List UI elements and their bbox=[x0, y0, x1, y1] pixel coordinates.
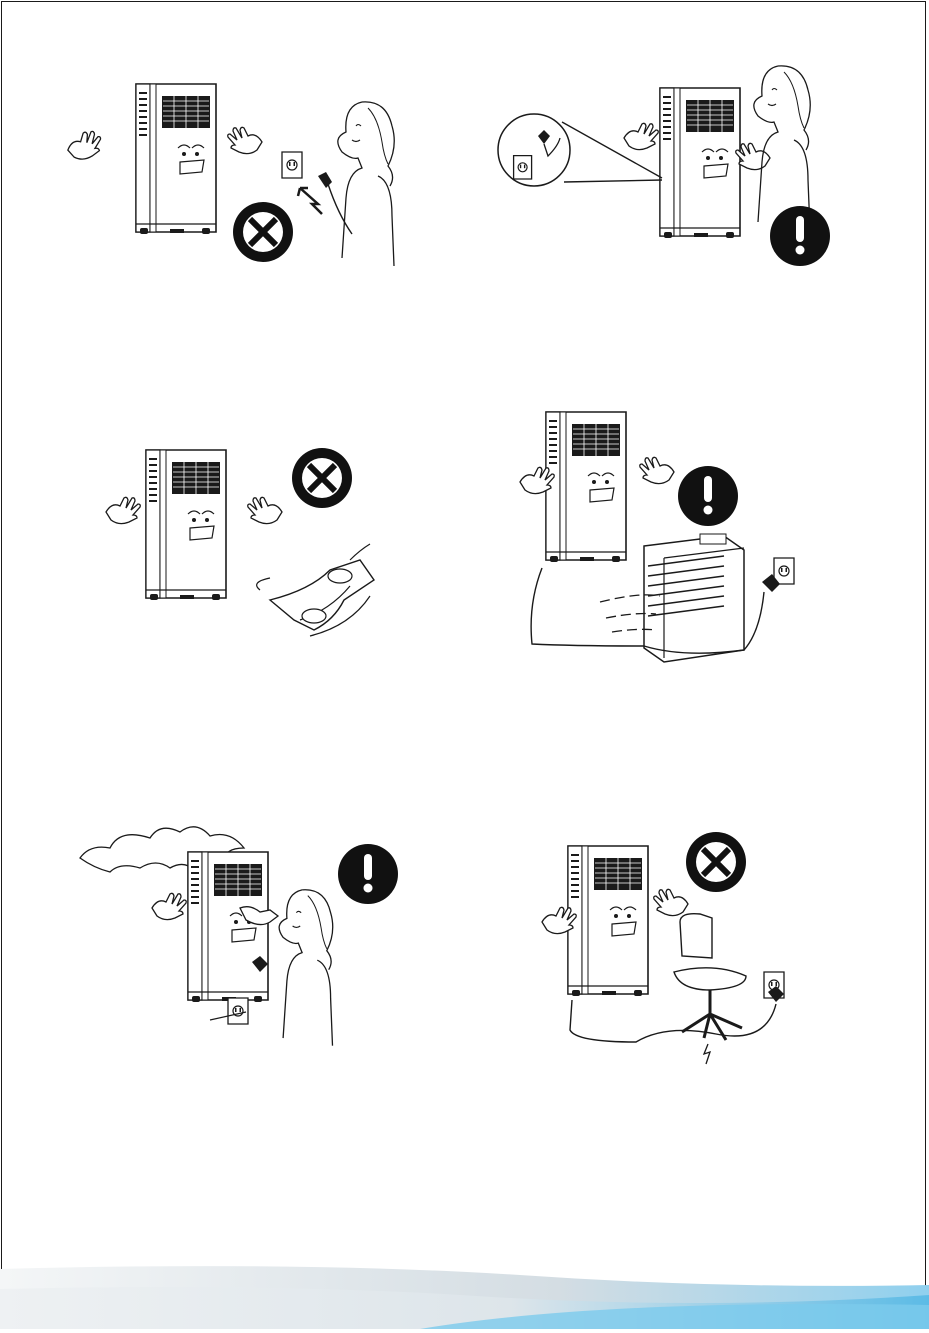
panel-5 bbox=[76, 812, 416, 1040]
mandatory-icon bbox=[770, 206, 830, 266]
prohibited-icon bbox=[292, 448, 352, 508]
panel-4 bbox=[520, 406, 820, 671]
panel-1 bbox=[60, 80, 420, 270]
panel-2 bbox=[492, 62, 852, 272]
footer-wave bbox=[0, 1255, 929, 1329]
panel-6 bbox=[540, 832, 820, 1072]
mandatory-icon bbox=[338, 844, 398, 904]
panel-3 bbox=[100, 440, 400, 660]
prohibited-icon bbox=[233, 202, 293, 262]
prohibited-icon bbox=[686, 832, 746, 892]
mandatory-icon bbox=[678, 466, 738, 526]
